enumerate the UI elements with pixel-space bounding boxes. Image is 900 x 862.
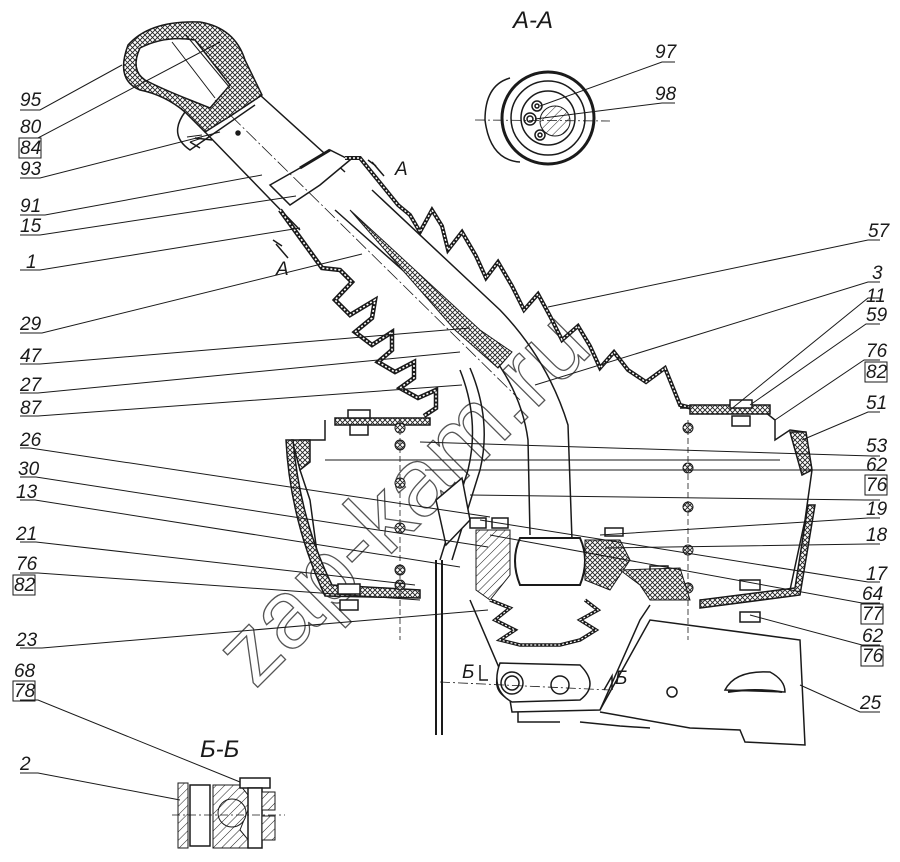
callout-21: 21 — [15, 524, 37, 545]
callout-76-a: 76 — [16, 554, 38, 575]
outer-boot — [345, 156, 701, 412]
watermark: zap-kam.ru — [194, 290, 609, 705]
section-b-view — [172, 777, 285, 849]
callout-51: 51 — [866, 393, 887, 414]
callout-84: 84 — [20, 138, 41, 159]
base-bracket — [439, 599, 806, 746]
callout-84-box — [18, 137, 42, 159]
callout-95: 95 — [20, 90, 42, 111]
callout-82-a-box — [12, 574, 36, 596]
callout-62-a: 62 — [866, 455, 888, 476]
callout-27: 27 — [19, 375, 43, 396]
callout-29: 29 — [19, 314, 42, 335]
callout-11: 11 — [866, 286, 886, 307]
callout-76-b: 76 — [866, 341, 888, 362]
callout-77-box — [860, 603, 884, 625]
callout-93: 93 — [20, 159, 42, 180]
callout-13: 13 — [16, 482, 38, 503]
callout-62-b: 62 — [862, 626, 884, 647]
main-drawing — [122, 21, 816, 849]
callout-17: 17 — [866, 564, 889, 585]
callout-91: 91 — [20, 196, 41, 217]
callout-19: 19 — [866, 499, 888, 520]
callout-53: 53 — [866, 436, 888, 457]
callouts-left: 95 80 84 93 91 15 1 29 47 27 87 26 30 13… — [12, 90, 43, 775]
callout-25: 25 — [859, 693, 882, 714]
section-b-title: Б-Б — [200, 736, 239, 763]
callouts-section-a: 97 98 — [655, 42, 678, 105]
leader-lines — [20, 41, 880, 801]
callout-15: 15 — [20, 216, 42, 237]
callout-1: 1 — [26, 252, 37, 273]
callout-87: 87 — [20, 398, 43, 419]
callout-97: 97 — [655, 42, 678, 63]
callout-18: 18 — [866, 525, 888, 546]
callout-77: 77 — [862, 604, 885, 625]
callout-98: 98 — [655, 84, 677, 105]
callout-23: 23 — [15, 630, 38, 651]
callout-2: 2 — [19, 754, 31, 775]
callout-64: 64 — [862, 584, 883, 605]
callout-26: 26 — [19, 430, 42, 451]
section-mark-lines — [272, 159, 613, 691]
callout-76-d-box — [860, 645, 884, 667]
callout-30: 30 — [18, 459, 40, 480]
callout-68: 68 — [14, 661, 36, 682]
callout-57: 57 — [868, 221, 891, 242]
section-a-title: А-А — [511, 7, 553, 34]
section-mark-a-bottom: А — [275, 259, 289, 280]
inner-boot — [278, 208, 439, 418]
callout-80: 80 — [20, 117, 42, 138]
callout-82-b: 82 — [866, 362, 888, 383]
callout-82-a: 82 — [14, 575, 36, 596]
housing — [285, 399, 816, 647]
callouts-right: 57 3 11 59 76 82 51 53 62 76 19 18 17 64… — [859, 221, 891, 714]
callout-76-c: 76 — [866, 475, 888, 496]
callout-76-d: 76 — [862, 646, 884, 667]
callout-3: 3 — [872, 263, 883, 284]
callout-59: 59 — [866, 305, 888, 326]
callout-78: 78 — [14, 681, 36, 702]
callout-78-box — [12, 680, 36, 702]
callout-82-b-box — [864, 361, 888, 383]
callout-76-c-box — [864, 474, 888, 496]
section-mark-a-top: А — [394, 159, 408, 180]
shift-knob — [122, 21, 263, 151]
callout-47: 47 — [20, 346, 43, 367]
section-mark-b-right: Б — [615, 668, 627, 689]
section-mark-b-left: Б — [462, 662, 474, 683]
